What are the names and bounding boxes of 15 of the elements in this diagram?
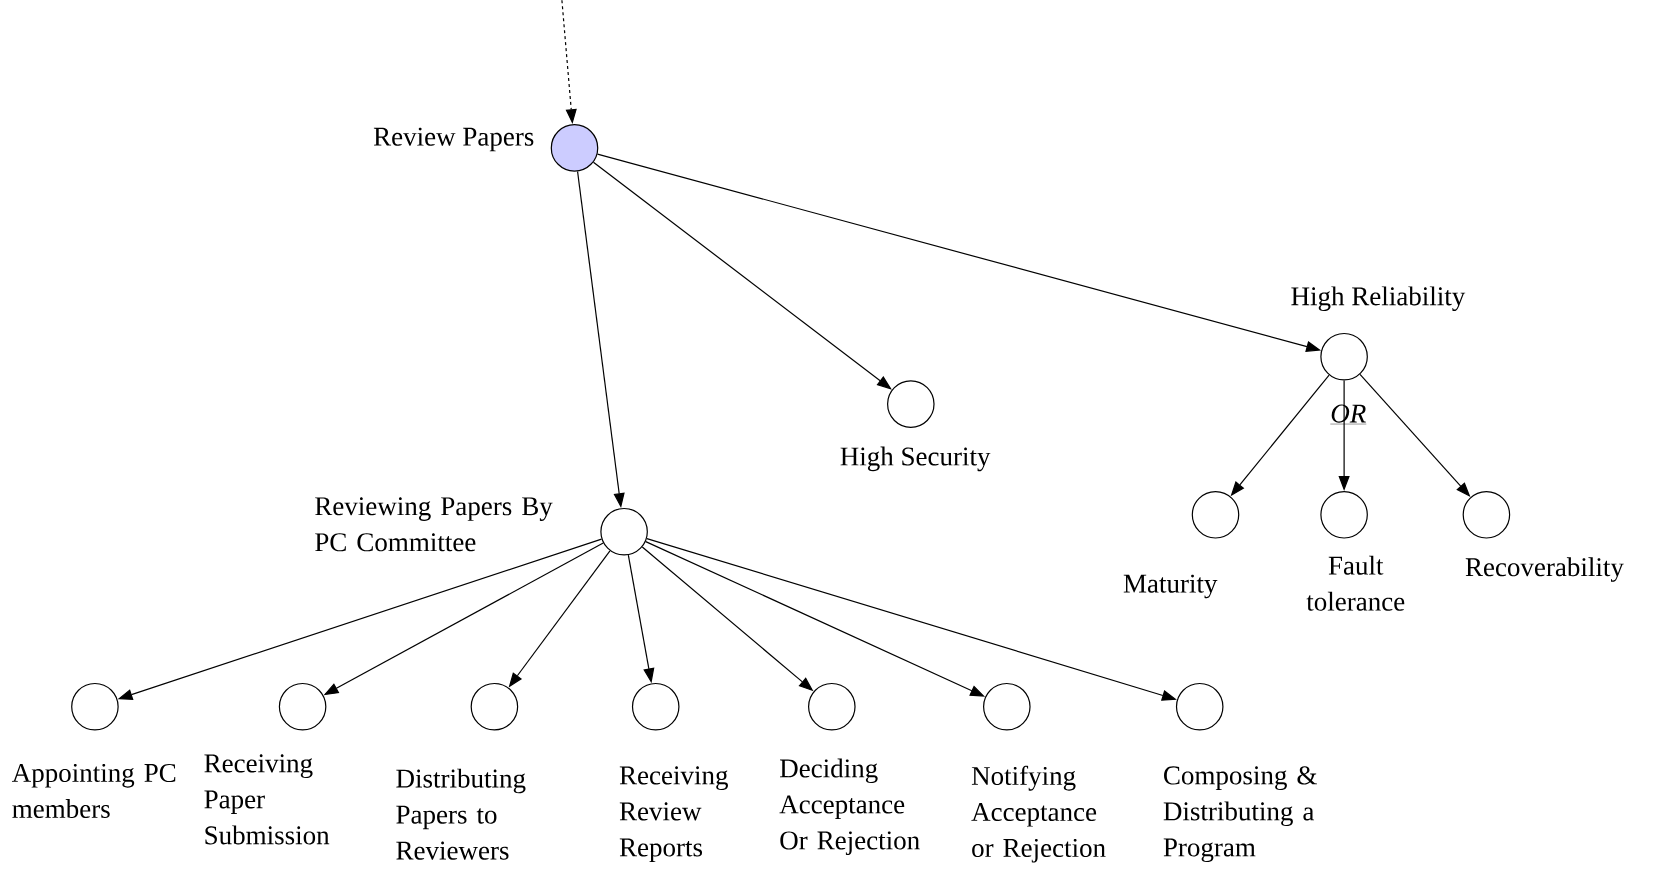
- node-label: Maturity: [1123, 574, 1218, 599]
- node-label: Fault tolerance: [1306, 555, 1405, 611]
- node-label: Deciding Acceptance Or Rejection: [779, 758, 920, 856]
- node-label: Receiving Paper Submission: [204, 754, 330, 845]
- node-label: Distributing Papers to Reviewers: [396, 768, 526, 860]
- node-label: High Reliability: [1291, 286, 1466, 311]
- node-label: Review Papers: [373, 127, 534, 152]
- node-label: Reviewing Papers By PC Committee: [315, 497, 553, 552]
- node-label: Composing & Distributing a Program: [1163, 766, 1317, 863]
- node-label: Recoverability: [1465, 557, 1624, 582]
- node-label: High Security: [840, 446, 991, 472]
- node-label: Receiving Review Reports: [619, 766, 728, 862]
- arrow: [592, 161, 892, 390]
- node-label: Notifying Acceptance or Rejection: [971, 765, 1106, 863]
- node-label: Appointing PC members: [12, 763, 176, 819]
